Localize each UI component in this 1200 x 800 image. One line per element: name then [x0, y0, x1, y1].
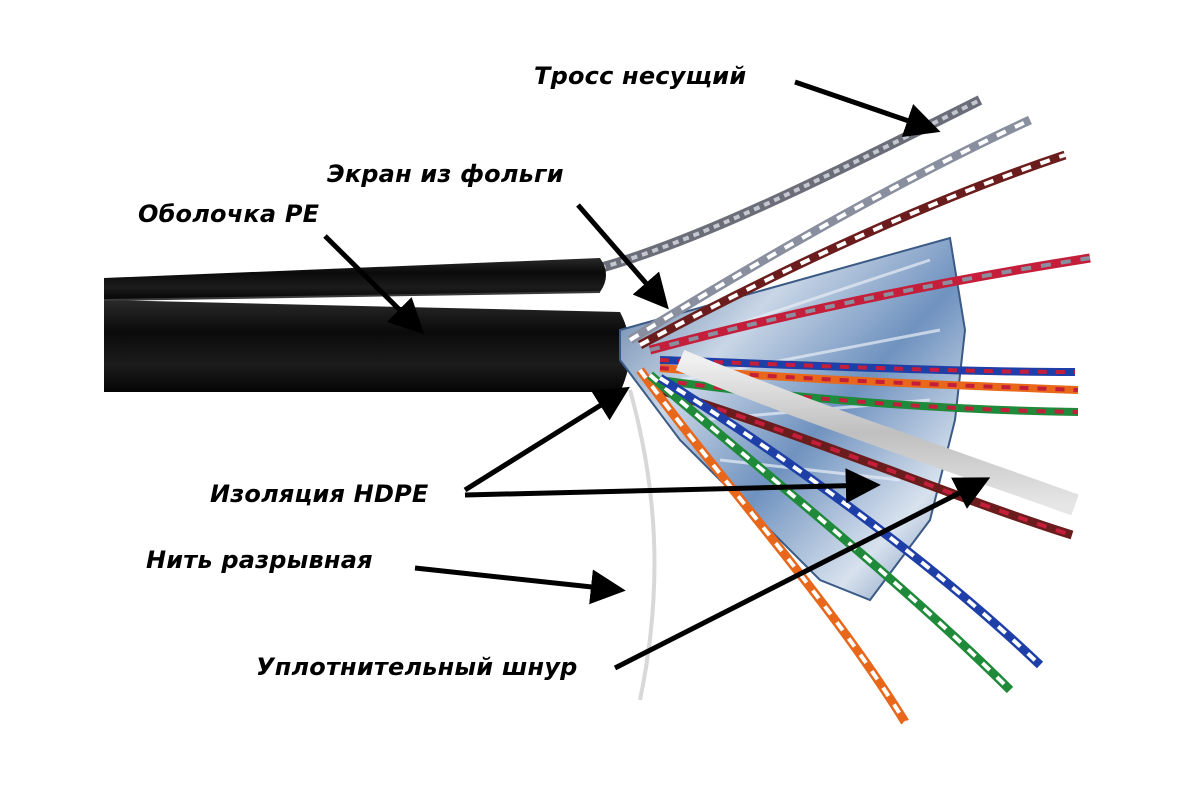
arrow-pe-sheath [323, 234, 425, 335]
label-filler-cord: Уплотнительный шнур [256, 653, 578, 681]
label-rip-cord: Нить разрывная [146, 546, 373, 574]
cable-jacket [103, 258, 630, 392]
arrow-hdpe-2 [464, 468, 881, 504]
label-foil-screen: Экран из фольги [327, 160, 564, 188]
arrow-filler-cord [613, 477, 991, 671]
callout-arrows [323, 79, 991, 671]
label-pe-sheath: Оболочка PE [138, 200, 320, 228]
arrow-rip-cord [414, 565, 626, 605]
label-messenger: Тросс несущий [534, 62, 747, 90]
rip-cord [628, 389, 657, 701]
filler-cord [675, 349, 1079, 516]
arrow-hdpe-1 [463, 386, 630, 493]
arrow-foil-screen [576, 203, 669, 310]
label-hdpe-insulation: Изоляция HDPE [210, 480, 429, 508]
arrow-messenger [794, 79, 941, 138]
twisted-pairs [627, 115, 1091, 725]
